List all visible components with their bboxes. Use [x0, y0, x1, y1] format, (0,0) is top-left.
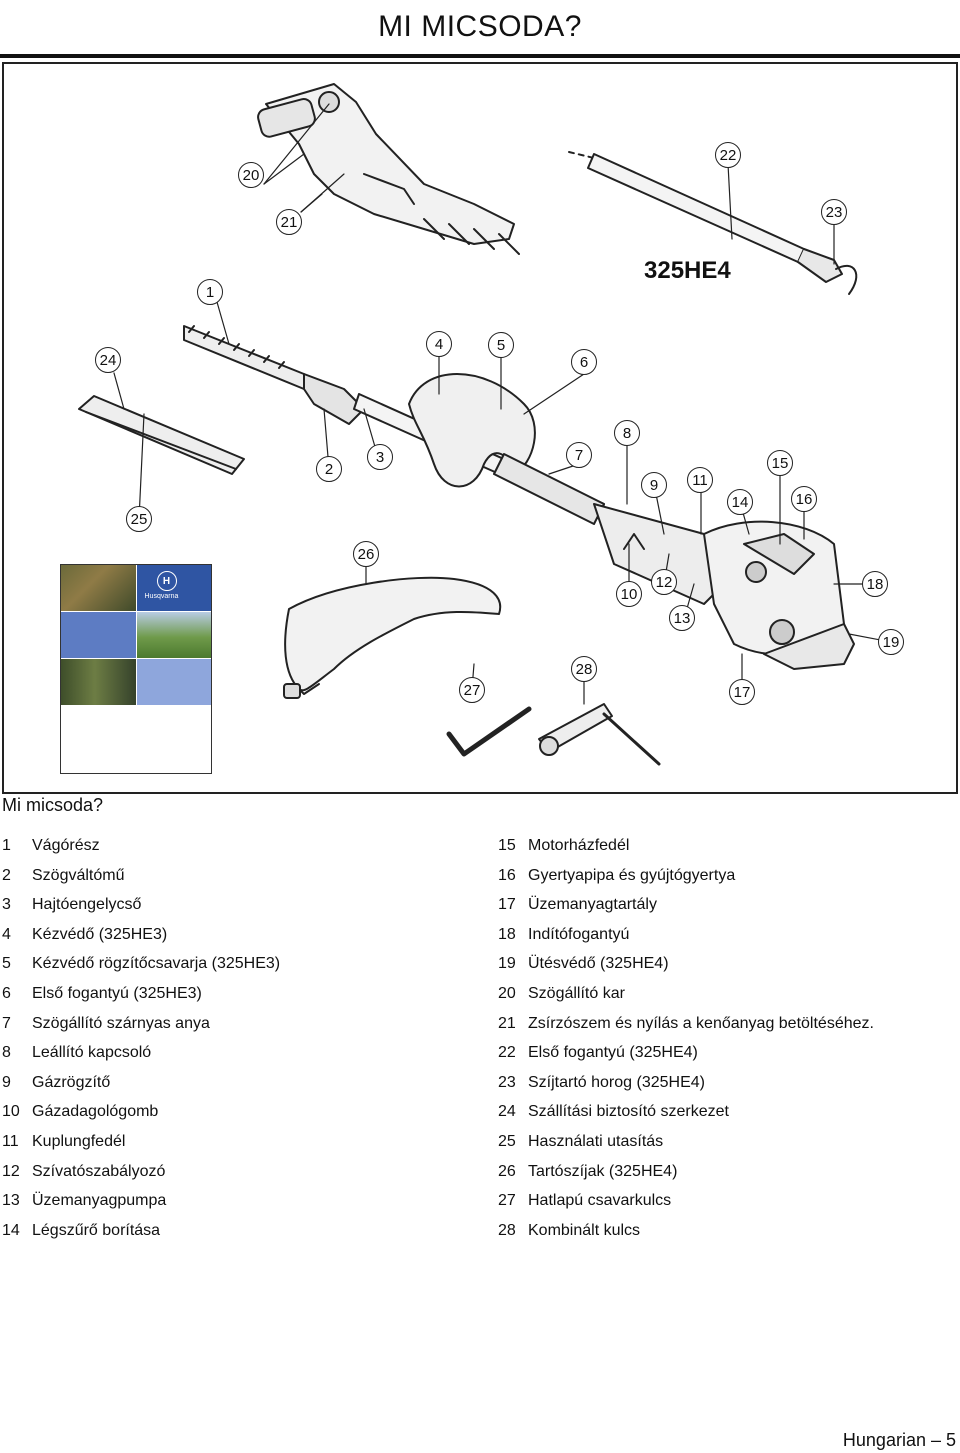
callout-10: 10	[616, 581, 642, 607]
callout-4: 4	[426, 331, 452, 357]
callout-23: 23	[821, 199, 847, 225]
page-footer: Hungarian – 5	[842, 1430, 956, 1450]
operators-manual-illustration: H Husqvarna	[60, 564, 212, 774]
section-title: Mi micsoda?	[2, 795, 104, 815]
callout-12: 12	[651, 569, 677, 595]
callout-19: 19	[878, 629, 904, 655]
callout-3: 3	[367, 444, 393, 470]
model-label: 325HE4	[644, 257, 731, 284]
hex-key-illustration	[446, 706, 532, 757]
title-rule	[0, 54, 960, 58]
callout-5: 5	[488, 332, 514, 358]
callout-25: 25	[126, 506, 152, 532]
transport-guard-illustration	[78, 395, 245, 475]
callout-28: 28	[571, 656, 597, 682]
manual-brand: Husqvarna	[144, 593, 179, 600]
carrying-strap-illustration	[283, 576, 502, 699]
page-title: MI MICSODA?	[378, 10, 582, 43]
hedge-trimmer-illustration	[183, 325, 855, 670]
callout-6: 6	[571, 349, 597, 375]
callout-11: 11	[687, 467, 713, 493]
callout-27: 27	[459, 677, 485, 703]
callout-16: 16	[791, 486, 817, 512]
callout-21: 21	[276, 209, 302, 235]
hedge-trimmer-illustration	[257, 83, 520, 255]
callout-22: 22	[715, 142, 741, 168]
callout-1: 1	[197, 279, 223, 305]
callout-24: 24	[95, 347, 121, 373]
callout-9: 9	[641, 472, 667, 498]
callout-15: 15	[767, 450, 793, 476]
callout-14: 14	[727, 489, 753, 515]
parts-illustration	[78, 83, 892, 766]
callout-20: 20	[238, 162, 264, 188]
husqvarna-logo-icon: H	[156, 571, 177, 591]
extension-shaft-illustration	[568, 151, 858, 295]
callout-17: 17	[729, 679, 755, 705]
callout-13: 13	[669, 605, 695, 631]
callout-26: 26	[353, 541, 379, 567]
callout-7: 7	[566, 442, 592, 468]
combination-spanner-illustration	[538, 703, 661, 766]
callout-2: 2	[316, 456, 342, 482]
callout-18: 18	[862, 571, 888, 597]
callout-8: 8	[614, 420, 640, 446]
parts-figure: 325HE4 1 2 3 4 5 6 7 8 9 10 11 12 13 14 …	[2, 62, 958, 794]
